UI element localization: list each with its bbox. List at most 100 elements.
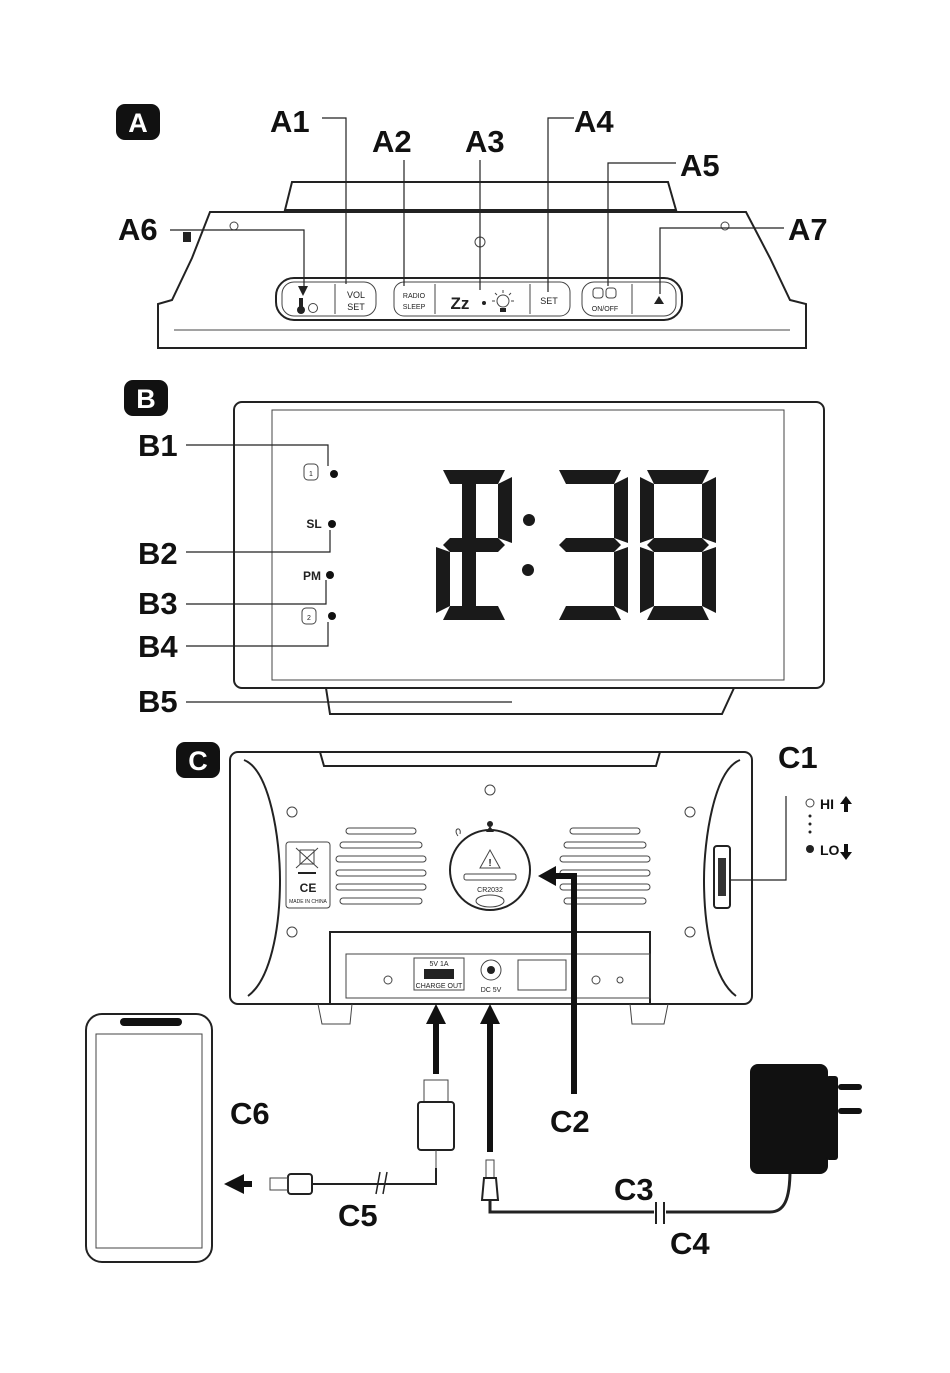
lock-arrow-icon	[486, 826, 494, 832]
back-top-ridge	[320, 752, 660, 766]
back-left-curve	[244, 760, 280, 996]
down-arrow-icon	[298, 286, 308, 296]
callout-a5: A5	[680, 148, 720, 183]
alarm-on-off-button[interactable]: ON/OFF	[592, 288, 618, 313]
time-digit-3-segment-d	[559, 606, 621, 620]
adapter-body	[750, 1064, 828, 1174]
slider-knob	[718, 858, 726, 896]
callout-a3: A3	[465, 124, 505, 159]
time-digit-2-segment-g	[443, 538, 505, 552]
usb-plug-body	[418, 1102, 454, 1150]
battery-compartment[interactable]: ! CR2032	[450, 821, 530, 910]
vol-set-label: SET	[347, 302, 365, 312]
power-adapter	[750, 1064, 862, 1174]
dimmer-hi-label: HI	[820, 796, 834, 812]
set-label: SET	[540, 296, 558, 306]
dc-plug-tip	[486, 1160, 494, 1178]
dimmer-slider[interactable]	[714, 846, 730, 908]
section-c: C	[86, 740, 862, 1262]
time-digit-4-segment-a	[647, 470, 709, 484]
leader-a4	[548, 118, 574, 292]
phone-body	[86, 1014, 212, 1262]
set-button[interactable]: SET	[540, 296, 558, 306]
clock-front-base	[326, 688, 734, 714]
micro-usb-plug	[288, 1174, 312, 1194]
arrow-up-icon	[840, 796, 852, 812]
screw	[592, 976, 600, 984]
indicator-sleep: SL	[306, 517, 336, 531]
time-digit-4-segment-e	[640, 547, 654, 613]
screw	[287, 927, 297, 937]
sun-bright-icon	[806, 799, 814, 807]
arrow-down-icon	[840, 844, 852, 860]
time-digit-3-segment-c	[614, 547, 628, 613]
section-b-label: B	[136, 384, 156, 414]
callout-b3: B3	[138, 586, 178, 621]
usb-arrow-head	[426, 1004, 446, 1024]
callout-c3: C3	[614, 1172, 654, 1207]
adapter-plug-base	[826, 1076, 838, 1160]
adapter-prong-1	[838, 1084, 862, 1090]
foot-left	[318, 1004, 352, 1024]
usb-a-plug	[424, 1080, 448, 1102]
top-screw-left	[230, 222, 238, 230]
usb-charge-port[interactable]: 5V 1A CHARGE OUT	[414, 958, 464, 990]
battery-cover	[450, 830, 530, 910]
radio-sleep-button[interactable]: RADIO SLEEP	[403, 293, 426, 311]
screw	[685, 927, 695, 937]
section-a-label: A	[128, 108, 148, 138]
pm-label: PM	[303, 569, 321, 583]
led-dot	[328, 612, 336, 620]
callout-c1: C1	[778, 740, 818, 775]
alarm-2-icon	[606, 288, 616, 298]
time-digit-2-segment-a	[443, 470, 505, 484]
snooze-dimmer-button[interactable]: Zz	[451, 290, 514, 313]
dc-plug-body	[482, 1178, 498, 1200]
time-digit-1-segment-c	[462, 547, 476, 613]
callout-c2: C2	[550, 1104, 590, 1139]
blank-plate	[518, 960, 566, 990]
light-bulb-icon	[492, 290, 514, 312]
dc-power-jack[interactable]: DC 5V	[481, 960, 502, 994]
time-digit-1-segment-b	[462, 477, 476, 543]
dot-separator	[482, 301, 486, 305]
callout-b4: B4	[138, 629, 178, 664]
led-dot	[326, 571, 334, 579]
dc-cable-line-2	[666, 1170, 790, 1212]
alarm-1-number: 1	[309, 471, 313, 478]
phone-screen	[96, 1034, 202, 1248]
callout-a2: A2	[372, 124, 412, 159]
section-b: B 1 SL PM 2 B1 B2 B3 B4	[124, 380, 824, 719]
usb-rating-label: 5V 1A	[429, 961, 448, 968]
callout-a6: A6	[118, 212, 158, 247]
time-digit-3-segment-b	[614, 477, 628, 543]
thermometer-bulb-icon	[297, 306, 305, 314]
usb-socket	[424, 969, 454, 979]
callout-c4: C4	[670, 1226, 710, 1261]
temp-time-button[interactable]	[297, 286, 318, 314]
callout-a4: A4	[574, 104, 614, 139]
leader-b2	[186, 530, 330, 552]
leader-b3	[186, 580, 326, 604]
indicator-alarm-2: 2	[302, 608, 336, 624]
alarm-2-number: 2	[307, 615, 311, 622]
time-digit-3-segment-g	[559, 538, 621, 552]
up-button[interactable]	[654, 296, 664, 304]
snooze-label: Zz	[451, 294, 470, 313]
vol-set-button[interactable]: VOL SET	[347, 290, 365, 312]
callout-c5: C5	[338, 1198, 378, 1233]
sl-label: SL	[306, 517, 321, 531]
time-digit-4-segment-d	[647, 606, 709, 620]
vol-label: VOL	[347, 290, 365, 300]
clock-icon	[309, 304, 318, 313]
time-digit-3-segment-a	[559, 470, 621, 484]
leader-b1	[186, 445, 328, 466]
time-digit-4-segment-c	[702, 547, 716, 613]
button-strip	[276, 278, 682, 320]
indicator-alarm-1: 1	[304, 464, 338, 480]
screw	[485, 785, 495, 795]
dc-jack-pin	[487, 966, 495, 974]
time-digit-2-segment-e	[436, 547, 450, 613]
section-c-label: C	[188, 746, 208, 776]
